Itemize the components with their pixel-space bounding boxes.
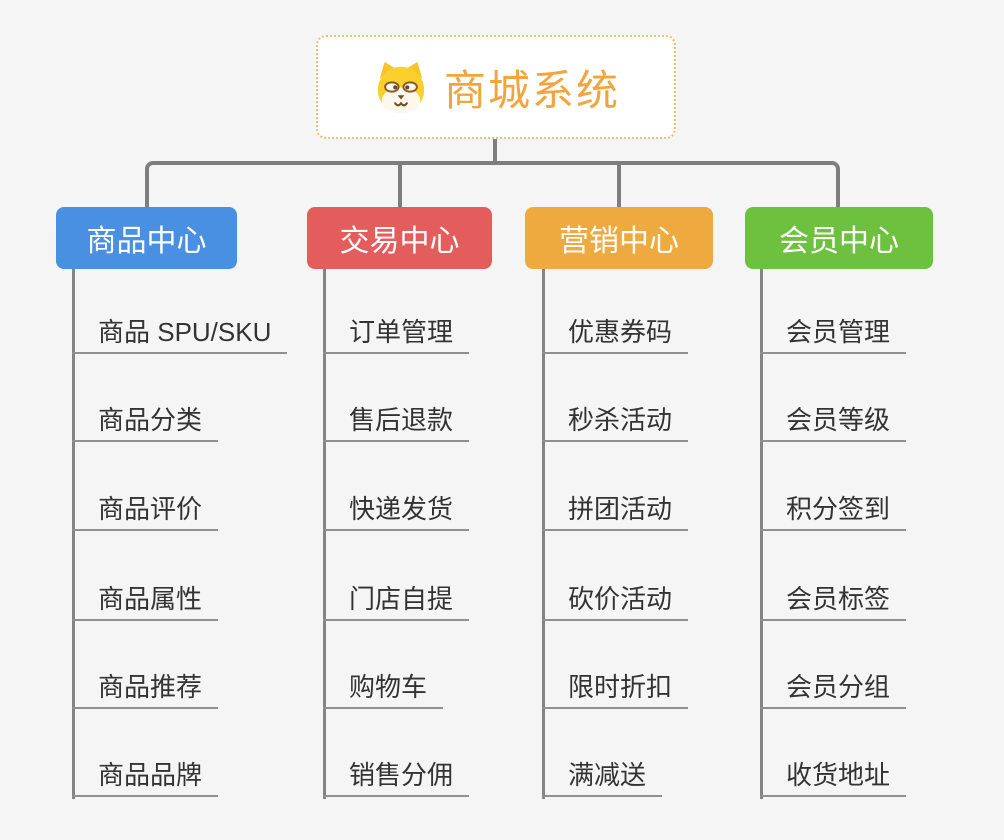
branch-marketing-center[interactable]: 营销中心 xyxy=(525,207,713,269)
leaf-node[interactable]: 订单管理 xyxy=(323,312,470,354)
leaf-node[interactable]: 会员等级 xyxy=(760,400,907,442)
branch-trade-center[interactable]: 交易中心 xyxy=(307,207,492,269)
branch-product-center[interactable]: 商品中心 xyxy=(56,207,237,269)
leaf-node[interactable]: 满减送 xyxy=(542,755,663,797)
leaf-node[interactable]: 会员管理 xyxy=(760,312,907,354)
root-stem-line xyxy=(493,139,497,165)
branch-member-center[interactable]: 会员中心 xyxy=(745,207,933,269)
column-line-trade xyxy=(323,268,326,799)
leaf-node[interactable]: 优惠券码 xyxy=(542,312,689,354)
column-line-member xyxy=(760,268,763,799)
root-title: 商城系统 xyxy=(443,66,620,114)
leaf-node[interactable]: 销售分佣 xyxy=(323,755,470,797)
leaf-node[interactable]: 限时折扣 xyxy=(542,667,689,709)
leaf-node[interactable]: 秒杀活动 xyxy=(542,400,689,442)
leaf-node[interactable]: 砍价活动 xyxy=(542,579,689,621)
column-line-product xyxy=(72,268,75,799)
root-node[interactable]: 商城系统 xyxy=(316,35,676,139)
leaf-node[interactable]: 商品 SPU/SKU xyxy=(72,312,288,354)
leaf-node[interactable]: 会员分组 xyxy=(760,667,907,709)
leaf-node[interactable]: 积分签到 xyxy=(760,489,907,531)
leaf-node[interactable]: 购物车 xyxy=(323,667,444,709)
bus-stub-marketing-line xyxy=(617,161,621,207)
branch-bus-line xyxy=(145,161,840,207)
leaf-node[interactable]: 商品品牌 xyxy=(72,755,219,797)
leaf-node[interactable]: 售后退款 xyxy=(323,400,470,442)
doge-icon xyxy=(372,60,430,114)
leaf-node[interactable]: 商品属性 xyxy=(72,579,219,621)
leaf-node[interactable]: 门店自提 xyxy=(323,579,470,621)
leaf-node[interactable]: 商品推荐 xyxy=(72,667,219,709)
column-line-marketing xyxy=(542,268,545,799)
leaf-node[interactable]: 商品评价 xyxy=(72,489,219,531)
leaf-node[interactable]: 快递发货 xyxy=(323,489,470,531)
bus-stub-trade-line xyxy=(398,161,402,207)
leaf-node[interactable]: 收货地址 xyxy=(760,755,907,797)
leaf-node[interactable]: 拼团活动 xyxy=(542,489,689,531)
leaf-node[interactable]: 商品分类 xyxy=(72,400,219,442)
leaf-node[interactable]: 会员标签 xyxy=(760,579,907,621)
